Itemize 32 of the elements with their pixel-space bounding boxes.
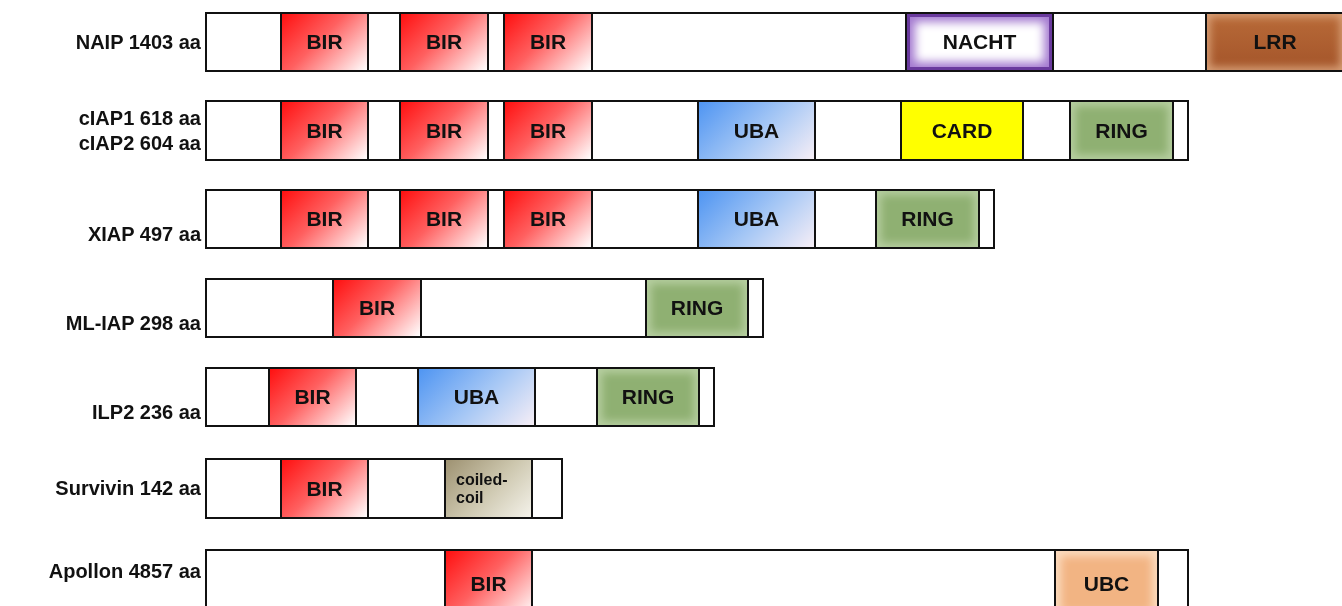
domain-box: RING [645,278,749,338]
protein-label: Apollon 4857 aa [48,559,201,584]
domain-box: BIR [280,12,369,72]
domain-box: BIR [399,12,489,72]
domain-box: BIR [280,458,369,519]
domain-box: UBA [697,100,816,161]
domain-box: coiled-coil [444,458,533,519]
domain-box: BIR [503,100,593,161]
domain-box: RING [875,189,980,249]
protein-label: ILP2 236 aa [92,400,201,425]
domain-box: BIR [444,549,533,606]
domain-box: BIR [280,189,369,249]
protein-label: cIAP1 618 aa cIAP2 604 aa [78,105,201,156]
domain-box: LRR [1205,12,1342,72]
domain-box: UBA [417,367,536,427]
domain-box: BIR [503,12,593,72]
domain-box: UBA [697,189,816,249]
protein-label: XIAP 497 aa [87,222,201,247]
protein-label: NAIP 1403 aa [75,29,201,55]
protein-label: Survivin 142 aa [55,476,201,501]
domain-box: NACHT [905,12,1054,72]
domain-box: RING [596,367,700,427]
domain-box: RING [1069,100,1174,161]
domain-box: BIR [399,189,489,249]
domain-box: UBC [1054,549,1159,606]
domain-box: BIR [503,189,593,249]
domain-box: BIR [280,100,369,161]
protein-label: ML-IAP 298 aa [65,311,201,336]
domain-box: BIR [332,278,422,338]
domain-box: CARD [900,100,1024,161]
domain-box: BIR [399,100,489,161]
domain-box: BIR [268,367,357,427]
